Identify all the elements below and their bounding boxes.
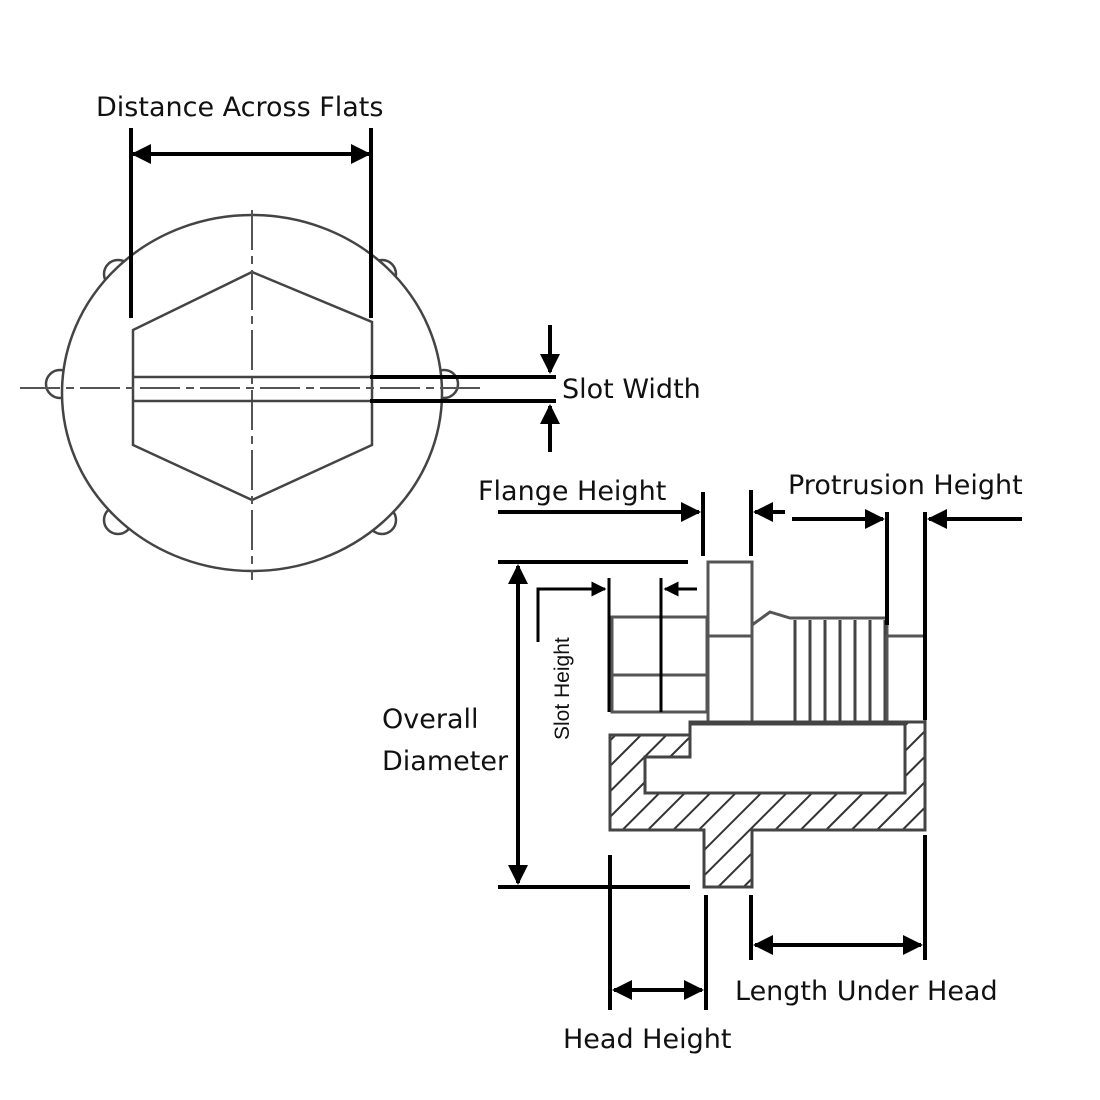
slot-height-label: Slot Height (551, 637, 574, 740)
protrusion (885, 634, 927, 724)
knurled-threads (750, 610, 889, 724)
overall-diameter-label-line1: Overall (382, 704, 479, 735)
protrusion-height-label: Protrusion Height (788, 470, 1023, 501)
slot-height-dimension: Slot Height (536, 578, 697, 740)
length-under-head-dimension: Length Under Head (735, 835, 998, 1007)
inner-cavity (643, 722, 907, 795)
head-height-label: Head Height (563, 1024, 731, 1055)
distance-across-flats-label: Distance Across Flats (96, 92, 383, 123)
slot-width-dimension: Slot Width (370, 325, 701, 452)
slot-width-label: Slot Width (562, 374, 701, 405)
top-view (20, 210, 480, 580)
distance-across-flats-dimension: Distance Across Flats (96, 92, 383, 318)
protrusion-height-dimension: Protrusion Height (788, 470, 1023, 720)
length-under-head-label: Length Under Head (735, 976, 998, 1007)
overall-diameter-dimension: Overall Diameter (382, 560, 690, 889)
flange (706, 560, 754, 724)
overall-diameter-label-line2: Diameter (382, 746, 509, 777)
head-height-dimension: Head Height (563, 855, 731, 1055)
flange-height-label: Flange Height (478, 476, 666, 507)
side-view (608, 560, 927, 889)
flange-height-dimension: Flange Height (478, 476, 785, 556)
